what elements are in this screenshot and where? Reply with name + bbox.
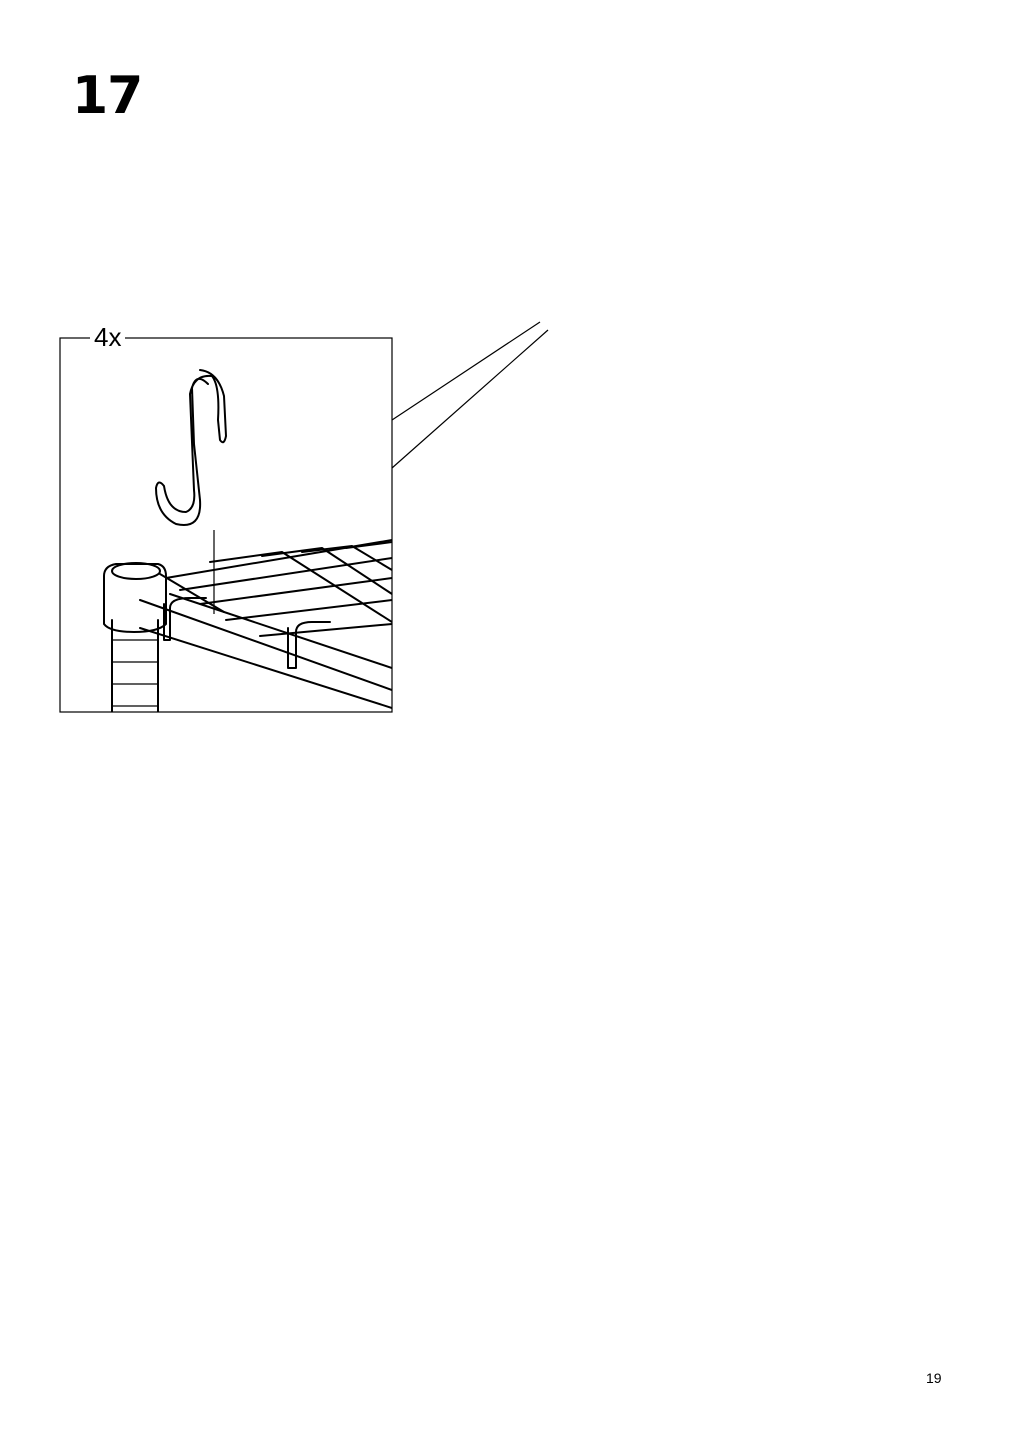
detail-frame-top	[59, 321, 549, 713]
page-number: 19	[926, 1370, 942, 1386]
shelf-corner-detail-top	[103, 369, 392, 712]
step-number: 17	[72, 66, 143, 126]
quantity-label: 4x	[90, 322, 126, 353]
